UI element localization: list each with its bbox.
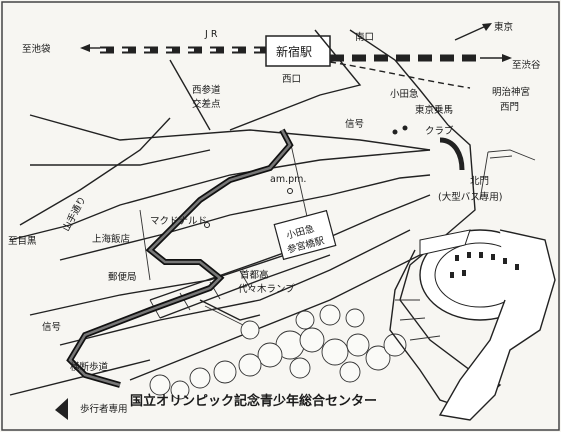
west-gate-marker bbox=[479, 149, 536, 201]
label-large-bus: (大型バス専用) bbox=[438, 191, 502, 203]
odakyu-line bbox=[329, 61, 471, 89]
route-arrow-icon bbox=[55, 398, 68, 420]
label-post-office: 郵便局 bbox=[108, 271, 137, 283]
direction-arrows bbox=[80, 23, 512, 62]
label-north-gate: 北門 bbox=[470, 176, 489, 187]
label-signal-1: 信号 bbox=[345, 118, 364, 130]
label-south-exit: 南口 bbox=[355, 31, 374, 43]
label-shutoko: 首都高 bbox=[240, 269, 269, 281]
label-yoyogi-ramp: 代々木ランプ bbox=[238, 283, 295, 295]
sangubashi-station-box bbox=[273, 209, 337, 261]
label-yamate-dori: 山手通り bbox=[60, 194, 88, 233]
label-exclusive: 歩行者専用 bbox=[80, 403, 128, 415]
label-signal-2: 信号 bbox=[42, 321, 61, 333]
mcdonalds-marker-icon bbox=[204, 222, 210, 228]
olympic-center-buildings bbox=[389, 124, 556, 421]
tree-cluster bbox=[149, 304, 407, 400]
label-west-gate: 西門 bbox=[500, 102, 519, 113]
label-jr: J R bbox=[204, 29, 218, 40]
label-mcdonalds: マクドナルド bbox=[150, 216, 207, 227]
label-nishi-sando: 西参道 bbox=[192, 84, 221, 96]
label-odakyu: 小田急 bbox=[390, 88, 419, 100]
label-crosswalk: 横断歩道 bbox=[70, 361, 109, 373]
label-intersection: 交差点 bbox=[192, 98, 221, 110]
jr-railway bbox=[100, 46, 480, 62]
label-mejiro: 至目黒 bbox=[8, 236, 37, 247]
label-west-exit: 西口 bbox=[282, 74, 301, 85]
label-to-shibuya: 至渋谷 bbox=[512, 59, 541, 71]
signal-marker-icon bbox=[392, 129, 398, 135]
label-am-pm: am.pm. bbox=[270, 174, 306, 185]
shinjuku-station-box bbox=[265, 35, 331, 67]
label-club: クラブ bbox=[425, 125, 454, 137]
pedestrian-bridge bbox=[199, 299, 261, 327]
label-to-tokyo: 東京 bbox=[494, 21, 513, 33]
arrow-shibuya-icon bbox=[502, 54, 512, 62]
ampm-marker-icon bbox=[287, 188, 293, 194]
label-shinjuku-station: 新宿駅 bbox=[276, 44, 312, 59]
label-shanghai: 上海飯店 bbox=[92, 233, 130, 245]
arrow-ikebukuro-icon bbox=[80, 44, 90, 52]
arrow-tokyo-icon bbox=[482, 23, 492, 31]
road-network bbox=[9, 29, 449, 396]
label-meiji-jingu: 明治神宮 bbox=[492, 86, 530, 98]
label-to-ikebukuro: 至池袋 bbox=[22, 43, 51, 55]
poi-markers bbox=[204, 125, 408, 228]
label-center-name: 国立オリンピック記念青少年総合センター bbox=[130, 393, 377, 409]
label-tokyo-jokyo: 東京乗馬 bbox=[415, 104, 453, 116]
walking-route bbox=[66, 128, 294, 388]
signal-marker-icon-2 bbox=[402, 125, 408, 131]
